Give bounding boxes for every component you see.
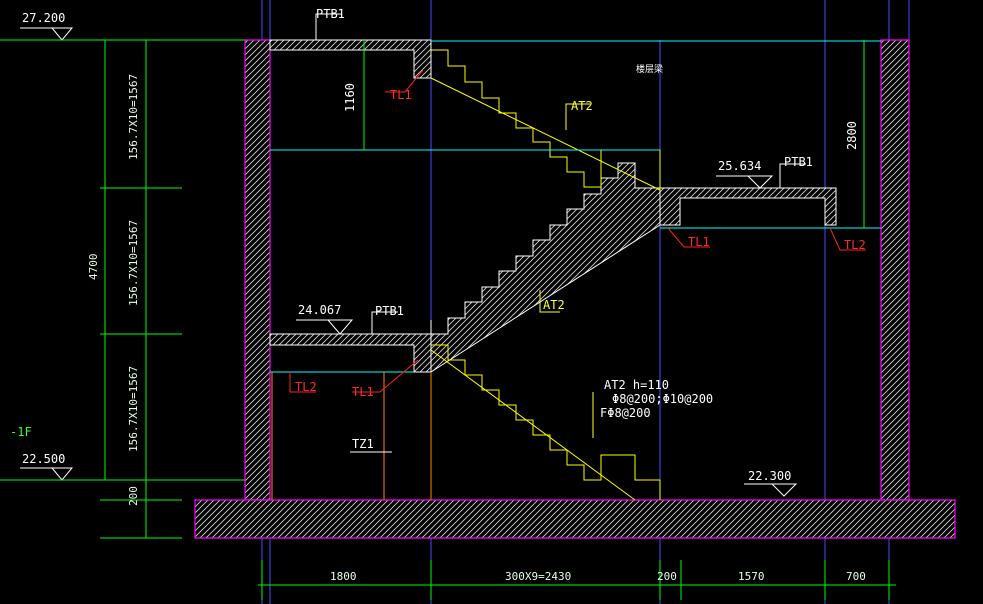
dim-vertical-seg-mid: 156.7X10=1567: [127, 220, 140, 306]
dim-horizontal-2430: 300X9=2430: [505, 570, 571, 583]
right-wall: [880, 39, 910, 501]
dim-1160: 1160: [343, 83, 357, 112]
left-wall: [244, 39, 271, 501]
at2-upper-label: AT2: [571, 99, 593, 113]
beam-note: 楼层梁: [636, 63, 663, 75]
dim-vertical-total: 4700: [87, 254, 100, 281]
tl1-top-label: TL1: [390, 88, 412, 102]
low-landing: [269, 333, 432, 373]
elevation-landing-mid: 25.634: [718, 159, 761, 173]
elevation-top: 27.200: [22, 11, 65, 25]
tl2-low-label: TL2: [295, 380, 317, 394]
leader-lines: [289, 69, 866, 393]
tl1-mid-label: TL1: [688, 235, 710, 249]
base-slab: [194, 499, 956, 539]
tl2-mid-label: TL2: [844, 238, 866, 252]
ptb1-top-label: PTB1: [316, 7, 345, 21]
floor-tag: -1F: [10, 425, 32, 439]
at2-leaders: [539, 103, 594, 438]
stair-outline-lines: [430, 49, 661, 501]
mid-landing: [659, 187, 837, 226]
elevation-markers: [20, 27, 798, 497]
tz1-label: TZ1: [352, 437, 374, 451]
concrete-structure: [194, 39, 956, 539]
at2-spec-line-3: FΦ8@200: [600, 406, 651, 420]
ptb1-low-label: PTB1: [375, 304, 404, 318]
at2-spec-line-1: AT2 h=110: [604, 378, 669, 392]
elevation-pit: 22.300: [748, 469, 791, 483]
dim-vertical-seg-low: 156.7X10=1567: [127, 366, 140, 452]
white-leaders: [315, 13, 806, 453]
dim-horizontal-700: 700: [846, 570, 866, 583]
dim-2800: 2800: [845, 121, 859, 150]
tl1-low-label: TL1: [352, 385, 374, 399]
dim-horizontal-1570: 1570: [738, 570, 765, 583]
column-lines: [271, 372, 432, 500]
top-landing: [269, 39, 432, 79]
ptb1-mid-label: PTB1: [784, 155, 813, 169]
flight-lower-hatched: [430, 162, 661, 373]
dim-vertical-seg-base: 200: [127, 486, 140, 506]
dim-horizontal-200: 200: [657, 570, 677, 583]
dim-horizontal-1800: 1800: [330, 570, 357, 583]
dimension-lines: [0, 39, 896, 600]
elevation-floor: 22.500: [22, 452, 65, 466]
at2-lower-label: AT2: [543, 298, 565, 312]
elevation-landing-low: 24.067: [298, 303, 341, 317]
at2-spec-line-2: Φ8@200;Φ10@200: [612, 392, 713, 406]
dim-vertical-seg-top: 156.7X10=1567: [127, 74, 140, 160]
slab-level-lines: [270, 40, 881, 373]
